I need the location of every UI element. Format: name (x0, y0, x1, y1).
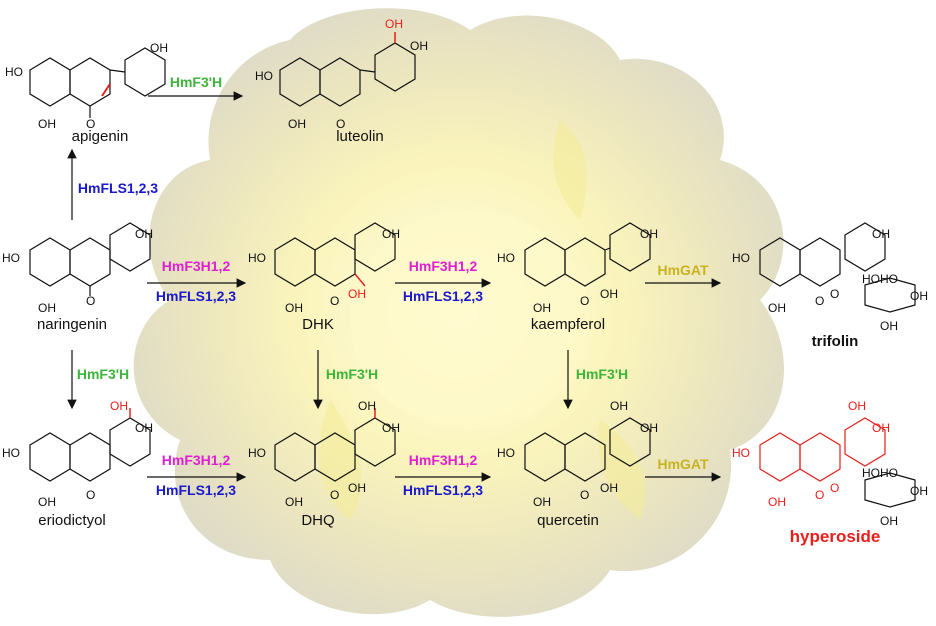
atom-oh: OH (600, 287, 618, 301)
kaempferol-structure (524, 222, 651, 287)
quercetin-structure (524, 417, 651, 482)
atom-ho: HO (248, 251, 266, 265)
atom-oh: OH (848, 399, 866, 413)
atom-oh: OH (600, 481, 618, 495)
atom-oh: OH (38, 495, 56, 509)
label-dhk: DHK (302, 316, 334, 333)
atom-ho: HO (497, 251, 515, 265)
atom-ho: HO (248, 446, 266, 460)
enzyme-f3h-row2-b: HmF3H1,2 (408, 452, 478, 468)
label-trifolin: trifolin (811, 333, 859, 350)
hyperoside-structure (759, 417, 916, 508)
enzyme-f3h-prime-mid: HmF3'H (325, 366, 379, 382)
atom-ho: HO (732, 446, 750, 460)
atom-oh: OH (872, 227, 890, 241)
atom-oh: OH (880, 514, 898, 528)
eriodictyol-structure (29, 408, 151, 482)
atom-ho: HO (880, 272, 898, 286)
label-kaempferol: kaempferol (530, 316, 606, 333)
dhk-structure (274, 222, 396, 287)
atom-oh: OH (382, 227, 400, 241)
label-dhq: DHQ (301, 512, 335, 529)
enzyme-f3h-row1-a: HmF3H1,2 (161, 258, 231, 274)
enzyme-f3h-prime-right: HmF3'H (575, 366, 629, 382)
enzyme-f3h-prime-left: HmF3'H (76, 366, 130, 382)
atom-o: O (336, 117, 345, 131)
atom-oh: OH (880, 319, 898, 333)
atom-oh: OH (288, 117, 306, 131)
atom-ho: HO (497, 446, 515, 460)
atom-ho: HO (862, 272, 880, 286)
atom-ho: HO (2, 446, 20, 460)
atom-o: O (86, 488, 95, 502)
enzyme-f3h-row2-a: HmF3H1,2 (161, 452, 231, 468)
atom-ho: HO (2, 251, 20, 265)
atom-oh: OH (358, 399, 376, 413)
atom-oh: OH (872, 421, 890, 435)
atom-oh: OH (382, 421, 400, 435)
atom-o: O (580, 488, 589, 502)
enzyme-gat-row1: HmGAT (657, 262, 709, 278)
enzyme-f3h-row1-b: HmF3H1,2 (408, 258, 478, 274)
atom-oh: OH (38, 117, 56, 131)
naringenin-structure (29, 222, 151, 296)
atom-oh: OH (533, 301, 551, 315)
luteolin-structure (279, 32, 416, 107)
reaction-arrows (67, 91, 722, 482)
atom-oh: OH (768, 301, 786, 315)
atom-oh: OH (640, 227, 658, 241)
enzyme-gat-row2: HmGAT (657, 456, 709, 472)
atom-oh: OH (135, 227, 153, 241)
trifolin-structure (759, 222, 916, 313)
atom-oh: OH (285, 495, 303, 509)
atom-ho: HO (732, 251, 750, 265)
atom-oh: OH (910, 484, 928, 498)
atom-oh: OH (135, 421, 153, 435)
dhq-structure (274, 408, 396, 482)
atom-o: O (815, 294, 824, 308)
atom-o: O (830, 287, 839, 301)
enzyme-f3h-prime-top: HmF3'H (169, 74, 223, 90)
atom-ho: HO (880, 466, 898, 480)
atom-oh: OH (640, 421, 658, 435)
label-apigenin: apigenin (71, 128, 129, 145)
apigenin-structure (29, 47, 166, 118)
label-naringenin: naringenin (36, 316, 108, 333)
atom-o: O (86, 117, 95, 131)
atom-oh: OH (150, 41, 168, 55)
atom-o: O (815, 488, 824, 502)
atom-o: O (580, 294, 589, 308)
atom-o: O (86, 294, 95, 308)
atom-o: O (330, 294, 339, 308)
atom-ho: HO (255, 69, 273, 83)
label-quercetin: quercetin (537, 512, 599, 529)
flower-background (133, 8, 784, 617)
enzyme-fls-row2-a: HmFLS1,2,3 (155, 482, 237, 498)
atom-oh: OH (38, 301, 56, 315)
label-luteolin: luteolin (336, 128, 384, 145)
molecule-structures (29, 32, 916, 508)
atom-o: O (330, 488, 339, 502)
enzyme-fls-row1-a: HmFLS1,2,3 (155, 288, 237, 304)
atom-oh: OH (410, 39, 428, 53)
atom-labels: HO OH OH O HO OH OH OH O HO OH OH O HO O… (2, 17, 928, 528)
enzyme-fls-apigenin: HmFLS1,2,3 (77, 180, 159, 196)
enzyme-fls-row2-b: HmFLS1,2,3 (402, 482, 484, 498)
atom-oh: OH (385, 17, 403, 31)
atom-oh: OH (610, 399, 628, 413)
enzyme-fls-row1-b: HmFLS1,2,3 (402, 288, 484, 304)
atom-oh: OH (768, 495, 786, 509)
atom-o: O (830, 481, 839, 495)
atom-oh: OH (910, 289, 928, 303)
atom-oh: OH (533, 495, 551, 509)
atom-oh: OH (348, 287, 366, 301)
label-hyperoside: hyperoside (789, 527, 881, 546)
atom-ho: HO (862, 466, 880, 480)
atom-oh: OH (285, 301, 303, 315)
atom-oh: OH (110, 399, 128, 413)
atom-oh: OH (348, 481, 366, 495)
atom-ho: HO (5, 65, 23, 79)
label-eriodictyol: eriodictyol (38, 512, 106, 529)
